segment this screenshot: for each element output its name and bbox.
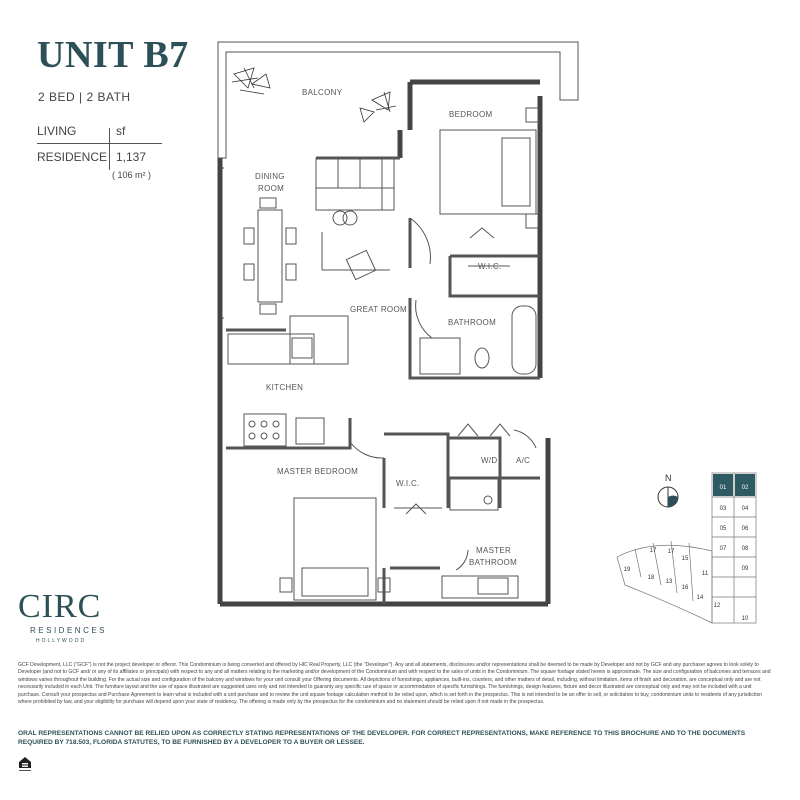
keyplan-unit-08: 08 <box>742 546 749 552</box>
keyplan-unit-15: 15 <box>682 556 689 562</box>
room-label-kitchen: KITCHEN <box>266 383 304 392</box>
keyplan-unit-04: 04 <box>742 506 749 512</box>
room-label-dining-room: ROOM <box>258 184 285 193</box>
keyplan-unit-02: 02 <box>742 485 749 491</box>
area-residence-row: RESIDENCE 1,137 <box>37 144 162 170</box>
keyplan-unit-19: 19 <box>624 567 631 573</box>
room-label-master-bath: MASTER <box>476 546 512 555</box>
keyplan-unit-17b: 17 <box>668 549 675 555</box>
equal-housing-icon <box>19 757 31 771</box>
keyplan-unit-11: 11 <box>702 571 709 577</box>
dining-table <box>257 209 283 303</box>
unit-title: UNIT B7 <box>37 34 189 76</box>
interior-walls <box>226 156 540 604</box>
master-bed <box>293 497 377 601</box>
keyplan-unit-13: 13 <box>666 579 673 585</box>
keyplan-unit-01: 01 <box>720 485 727 491</box>
north-compass-icon: N <box>657 473 679 508</box>
keyplan-unit-09: 09 <box>742 566 749 572</box>
room-label-master-bedroom: MASTER BEDROOM <box>277 467 359 476</box>
keyplan-unit-14: 14 <box>697 595 704 601</box>
brand-logo-hollywood: HOLLYWOOD <box>36 638 87 644</box>
bed <box>439 129 537 215</box>
north-label: N <box>665 473 672 483</box>
room-label-bedroom: BEDROOM <box>449 110 493 119</box>
key-plan: N 01 02 03 04 05 06 07 08 09 10 12 14 15… <box>616 472 757 624</box>
keyplan-unit-07: 07 <box>720 546 727 552</box>
oral-representations-notice: ORAL REPRESENTATIONS CANNOT BE RELIED UP… <box>18 730 746 746</box>
brand-logo: CIRC <box>18 588 102 625</box>
room-label-wic-master: W.I.C. <box>396 479 420 488</box>
cooktop <box>243 413 287 447</box>
room-label-ac: A/C <box>516 456 531 465</box>
lounge-chair <box>345 249 377 281</box>
room-label-dining: DINING <box>255 172 285 181</box>
keyplan-unit-03: 03 <box>720 506 727 512</box>
area-header-row: LIVING sf <box>37 118 162 144</box>
room-label-bathroom: BATHROOM <box>448 318 497 327</box>
area-divider <box>37 143 162 144</box>
keyplan-unit-12: 12 <box>714 603 721 609</box>
keyplan-unit-17: 17 <box>650 548 657 554</box>
room-label-master-bath-2: BATHROOM <box>469 558 518 567</box>
room-label-wd: W/D <box>481 456 498 465</box>
living-label: LIVING <box>37 124 77 138</box>
sofa <box>315 158 395 211</box>
unit-subtitle: 2 BED | 2 BATH <box>38 90 131 104</box>
keyplan-unit-18: 18 <box>648 575 655 581</box>
master-vanity <box>441 575 519 599</box>
area-table: LIVING sf RESIDENCE 1,137 ( 106 m² ) <box>37 118 162 180</box>
highlight-unit-02 <box>735 474 755 496</box>
area-vertical-divider <box>109 128 110 170</box>
highlight-unit-01 <box>713 474 733 496</box>
bathtub <box>511 305 537 375</box>
balcony-plants <box>231 67 397 123</box>
residence-metric: ( 106 m² ) <box>112 170 152 180</box>
sf-label: sf <box>116 124 126 138</box>
kitchen-counter <box>227 333 315 365</box>
keyplan-unit-05: 05 <box>720 526 727 532</box>
floor-plan <box>217 41 579 607</box>
exterior-walls <box>217 79 551 607</box>
room-label-wic-bedroom: W.I.C. <box>478 262 502 271</box>
residence-value: 1,137 <box>116 150 147 164</box>
keyplan-unit-16: 16 <box>682 585 689 591</box>
room-label-balcony: BALCONY <box>302 88 343 97</box>
room-label-great-room: GREAT ROOM <box>350 305 407 314</box>
keyplan-unit-06: 06 <box>742 526 749 532</box>
legal-disclaimer: GCF Development, LLC ("GCF") is not the … <box>18 662 771 706</box>
residence-label: RESIDENCE <box>37 150 108 164</box>
brand-logo-residences: RESIDENCES <box>30 626 108 635</box>
keyplan-unit-10: 10 <box>742 616 749 622</box>
